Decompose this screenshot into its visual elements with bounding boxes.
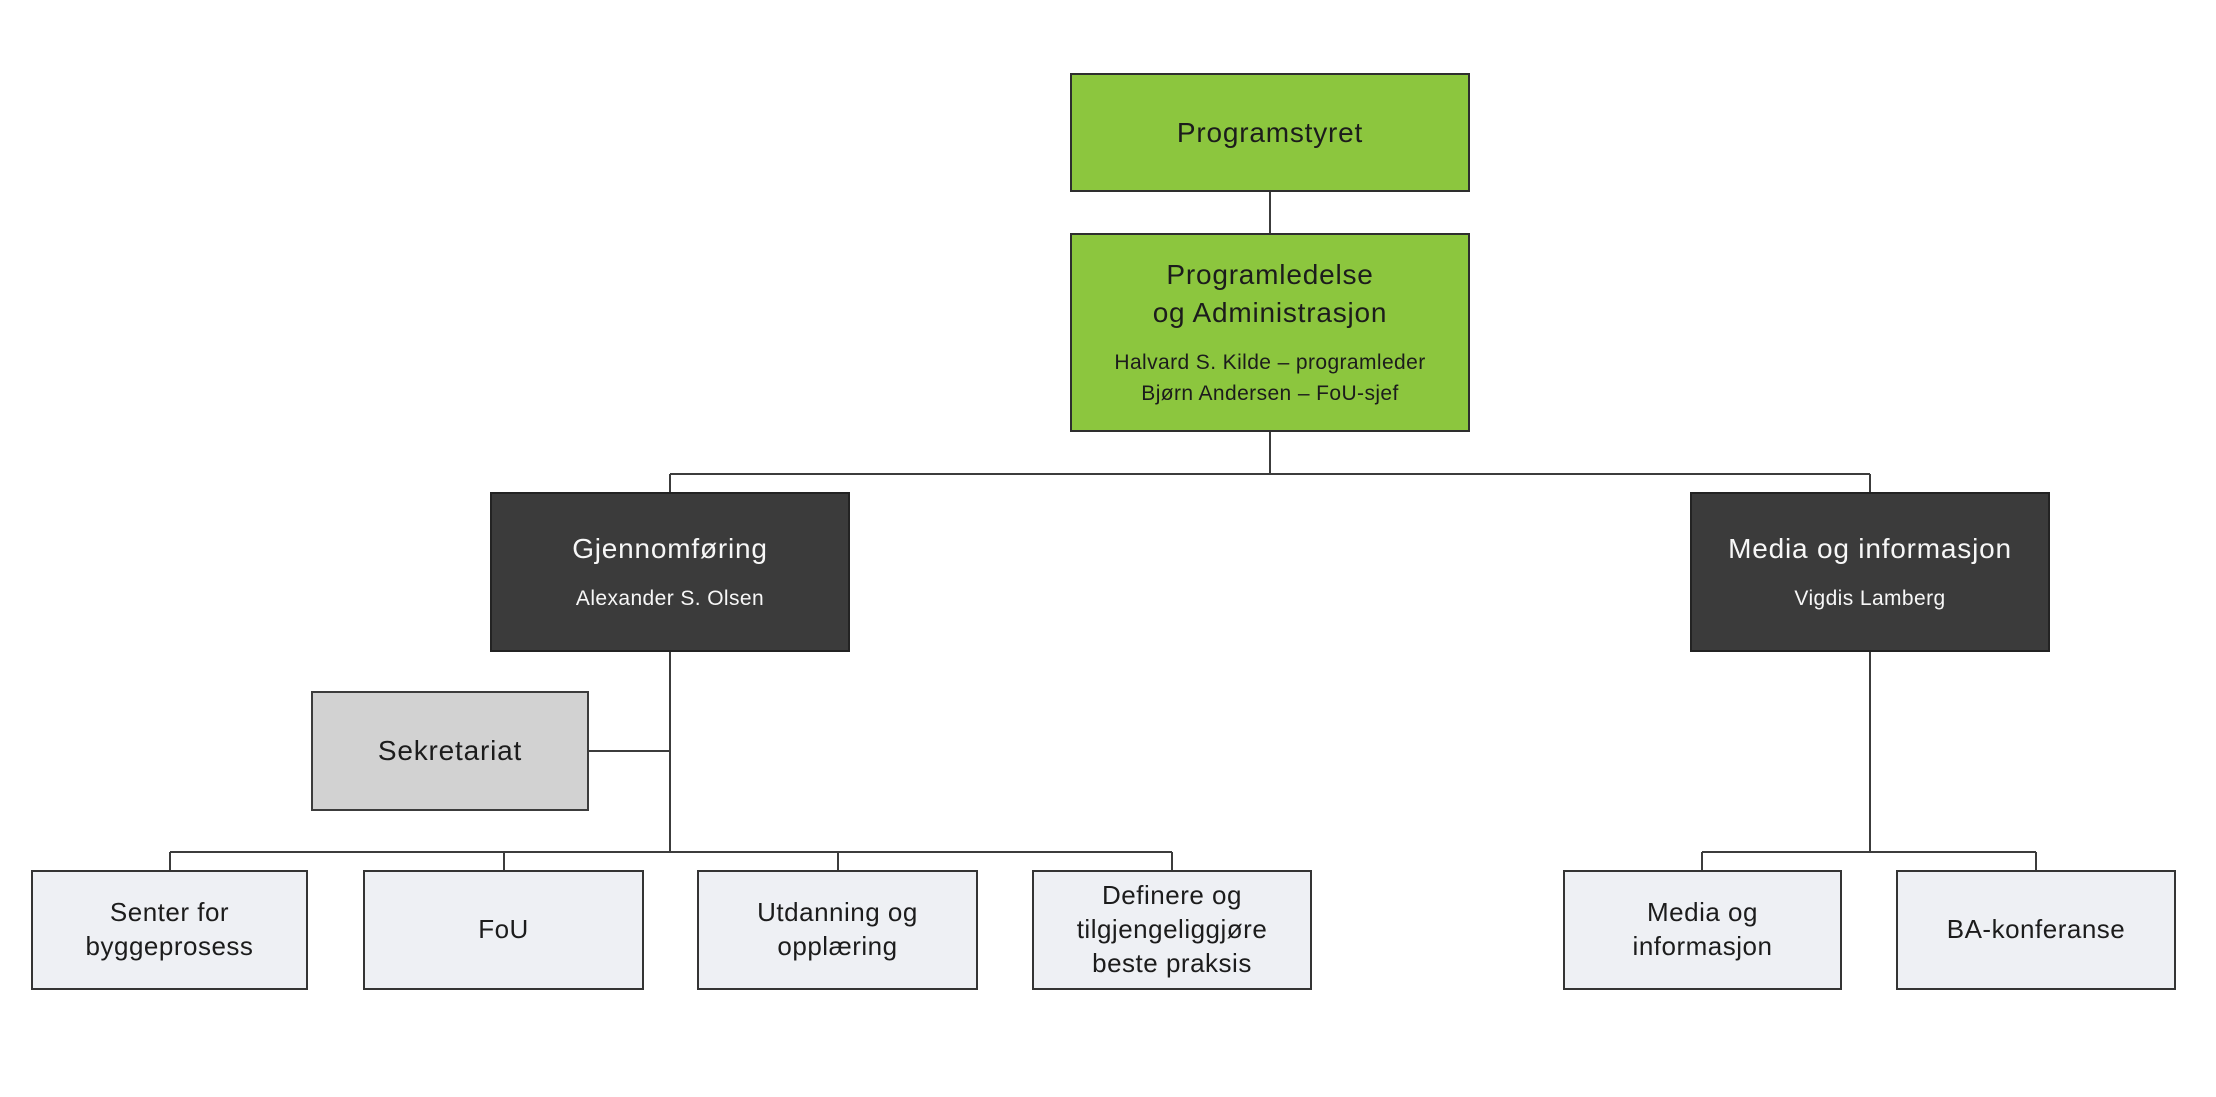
org-node-media-avdeling: Media og informasjon Vigdis Lamberg [1690, 492, 2050, 652]
org-node-programstyret: Programstyret [1070, 73, 1470, 192]
node-title: Senter for byggeprosess [85, 897, 254, 961]
org-node-ba-konferanse: BA-konferanse [1896, 870, 2176, 990]
org-node-media-og-informasjon: Media og informasjon [1563, 870, 1842, 990]
member-name: Halvard S. Kilde – programleder [1114, 350, 1426, 374]
org-node-gjennomforing: Gjennomføring Alexander S. Olsen [490, 492, 850, 652]
org-node-fou: FoU [363, 870, 644, 990]
member-name: Vigdis Lamberg [1794, 586, 1946, 610]
node-title: FoU [478, 914, 529, 945]
org-node-definere-beste-praksis: Definere og tilgjengeliggjøre beste prak… [1032, 870, 1312, 990]
node-title: Programledelse og Administrasjon [1152, 259, 1388, 328]
node-title: Media og informasjon [1728, 533, 2012, 565]
org-node-senter-for-byggeprosess: Senter for byggeprosess [31, 870, 308, 990]
node-title: Programstyret [1176, 116, 1364, 148]
org-node-sekretariat: Sekretariat [311, 691, 589, 811]
node-title: Definere og tilgjengeliggjøre beste prak… [1076, 880, 1268, 978]
node-title: BA-konferanse [1946, 914, 2126, 945]
node-members: Vigdis Lamberg [1794, 583, 1945, 614]
member-name: Bjørn Andersen – FoU-sjef [1141, 381, 1399, 405]
org-node-utdanning-og-opplaering: Utdanning og opplæring [697, 870, 978, 990]
node-members: Alexander S. Olsen [576, 583, 764, 614]
node-title: Gjennomføring [572, 533, 768, 565]
org-node-programledelse: Programledelse og Administrasjon Halvard… [1070, 233, 1470, 432]
node-members: Halvard S. Kilde – programleder Bjørn An… [1114, 347, 1425, 409]
node-title: Sekretariat [377, 735, 523, 767]
member-name: Alexander S. Olsen [575, 586, 765, 610]
node-title: Utdanning og opplæring [757, 897, 918, 961]
node-title: Media og informasjon [1632, 897, 1773, 961]
connector-group [169, 192, 2037, 871]
